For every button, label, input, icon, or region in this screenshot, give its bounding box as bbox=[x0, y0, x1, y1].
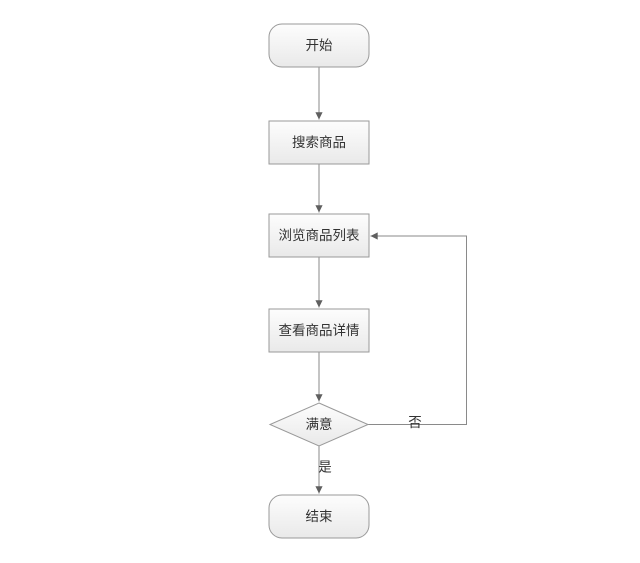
node-search: 搜索商品 bbox=[268, 120, 370, 165]
end-label: 结束 bbox=[306, 509, 333, 524]
search-shape bbox=[268, 120, 370, 165]
node-end: 结束 bbox=[268, 494, 370, 539]
search-label: 搜索商品 bbox=[292, 135, 346, 150]
view-detail-shape bbox=[268, 308, 370, 353]
node-decision-satisfied: 满意 bbox=[268, 402, 370, 447]
edge-label-no: 否 bbox=[408, 415, 422, 430]
decision-shape bbox=[268, 402, 370, 447]
node-start: 开始 bbox=[268, 23, 370, 68]
decision-label: 满意 bbox=[306, 416, 333, 432]
end-shape bbox=[268, 494, 370, 539]
node-view-detail: 查看商品详情 bbox=[268, 308, 370, 353]
start-shape bbox=[268, 23, 370, 68]
browse-label: 浏览商品列表 bbox=[279, 228, 360, 243]
edge-label-yes: 是 bbox=[318, 460, 332, 475]
edge-decision-loop-to-browse bbox=[368, 232, 467, 425]
start-label: 开始 bbox=[306, 38, 333, 53]
node-browse: 浏览商品列表 bbox=[268, 213, 370, 258]
view-detail-label: 查看商品详情 bbox=[279, 323, 360, 338]
browse-shape bbox=[268, 213, 370, 258]
